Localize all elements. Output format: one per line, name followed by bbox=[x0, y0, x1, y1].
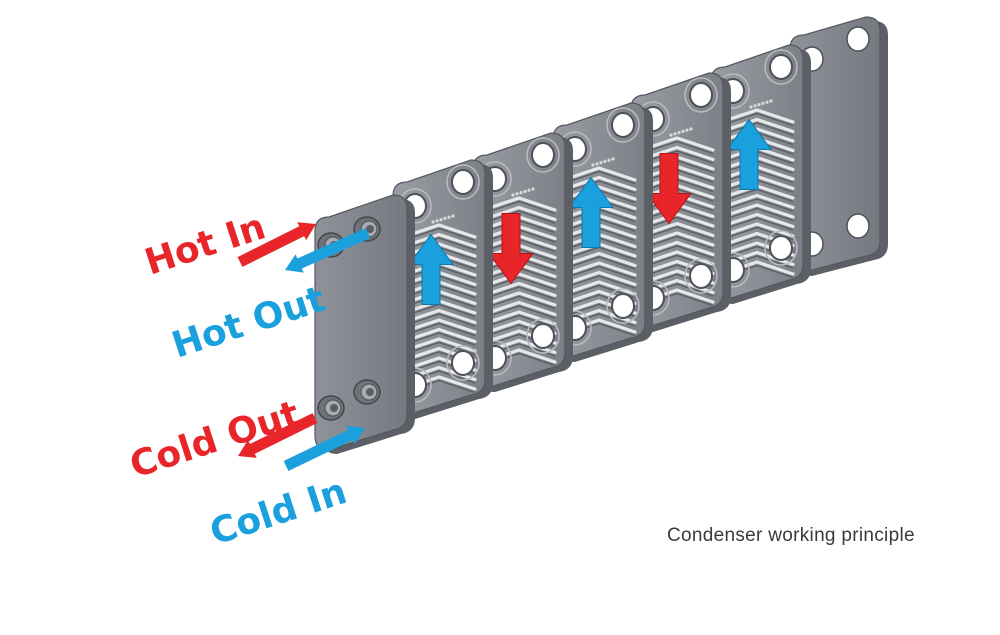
caption: Condenser working principle bbox=[667, 525, 915, 546]
hot-out-label: Hot Out bbox=[167, 279, 330, 367]
heat-plate-5 bbox=[710, 44, 811, 304]
cold-out-arrow bbox=[238, 413, 318, 458]
cold-out-label: Cold Out bbox=[125, 393, 304, 486]
hot-in-arrow bbox=[237, 222, 316, 267]
cold-in-arrow bbox=[283, 425, 365, 471]
heat-plate-2 bbox=[472, 132, 573, 392]
hot-in-label: Hot In bbox=[140, 206, 270, 283]
heat-plate-3 bbox=[552, 102, 653, 362]
cold-in-label: Cold In bbox=[205, 471, 352, 554]
hot-out-arrow bbox=[285, 227, 371, 273]
front-frame-plate bbox=[314, 194, 415, 454]
end-plate bbox=[789, 16, 888, 276]
